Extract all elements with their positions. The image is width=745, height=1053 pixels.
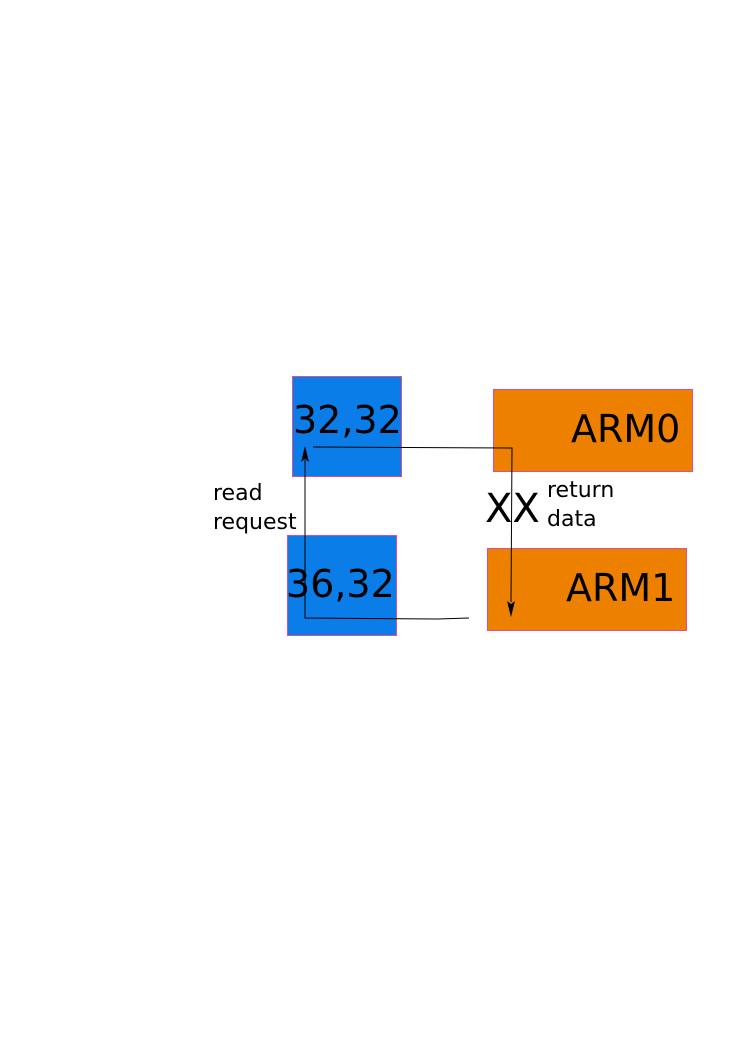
read-request-label-line1: read — [213, 481, 263, 506]
read-request-label-line2: request — [213, 510, 297, 535]
node-36-32: 36,32 — [286, 535, 397, 636]
node-36-32-label: 36,32 — [286, 562, 395, 606]
arm0-block: ARM0 — [493, 389, 693, 472]
node-32-32-label: 32,32 — [293, 398, 402, 442]
return-data-label-line1: return — [547, 478, 615, 503]
arm1-label: ARM1 — [566, 566, 676, 610]
arm1-block: ARM1 — [487, 548, 687, 631]
return-data-label-line2: data — [547, 507, 597, 532]
blocked-marker: XX — [485, 486, 540, 532]
arm0-label: ARM0 — [571, 407, 681, 451]
node-32-32: 32,32 — [292, 376, 402, 477]
